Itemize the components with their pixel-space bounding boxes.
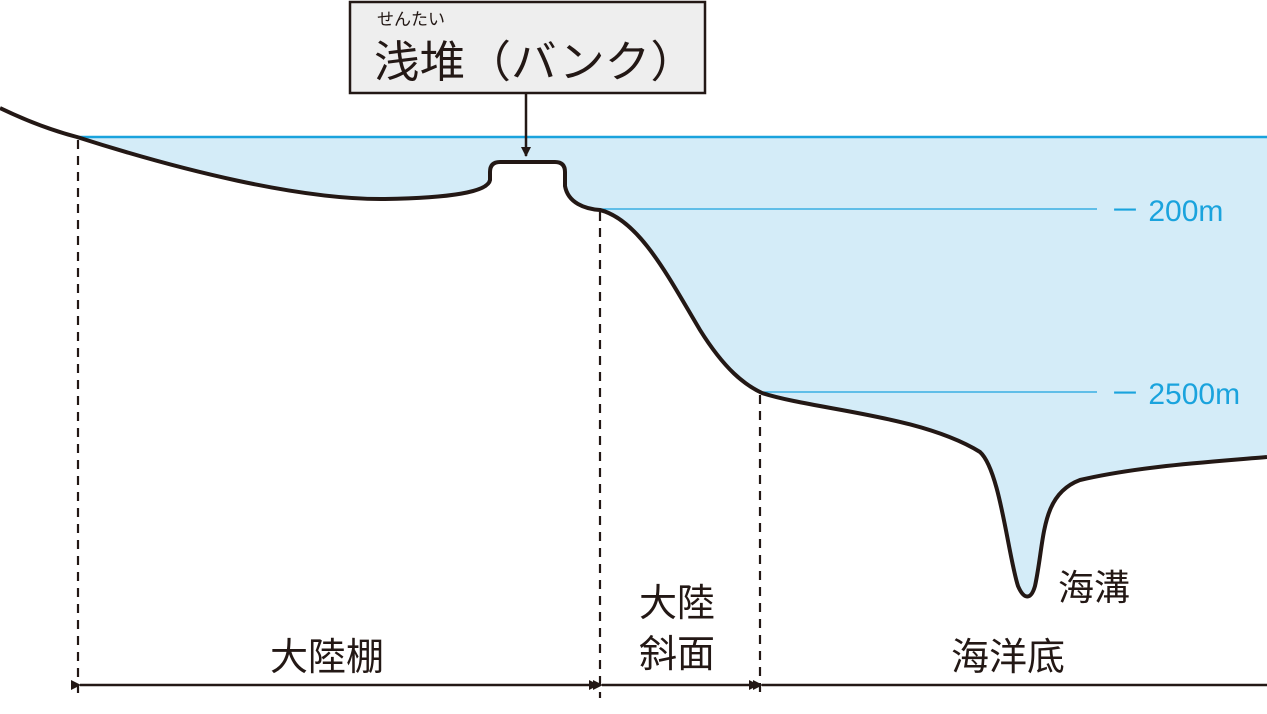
callout-title: 浅堆（バンク） <box>374 37 696 88</box>
callout-ruby: せんたい <box>377 10 445 30</box>
ocean-water <box>77 137 1267 597</box>
depth-200m-label: － 200m <box>1110 195 1223 228</box>
zone-label-continental-slope-line1: 大陸 <box>639 581 715 625</box>
zone-label-ocean-floor: 海洋底 <box>951 635 1065 679</box>
trench-label: 海溝 <box>1058 568 1130 609</box>
depth-2500m-label: － 2500m <box>1110 378 1240 411</box>
zone-label-continental-slope-line2: 斜面 <box>639 632 715 676</box>
zone-label-continental-shelf: 大陸棚 <box>270 635 384 679</box>
bank-callout: せんたい 浅堆（バンク） <box>348 0 707 157</box>
callout-box <box>348 0 707 95</box>
seafloor-profile <box>0 106 1267 599</box>
